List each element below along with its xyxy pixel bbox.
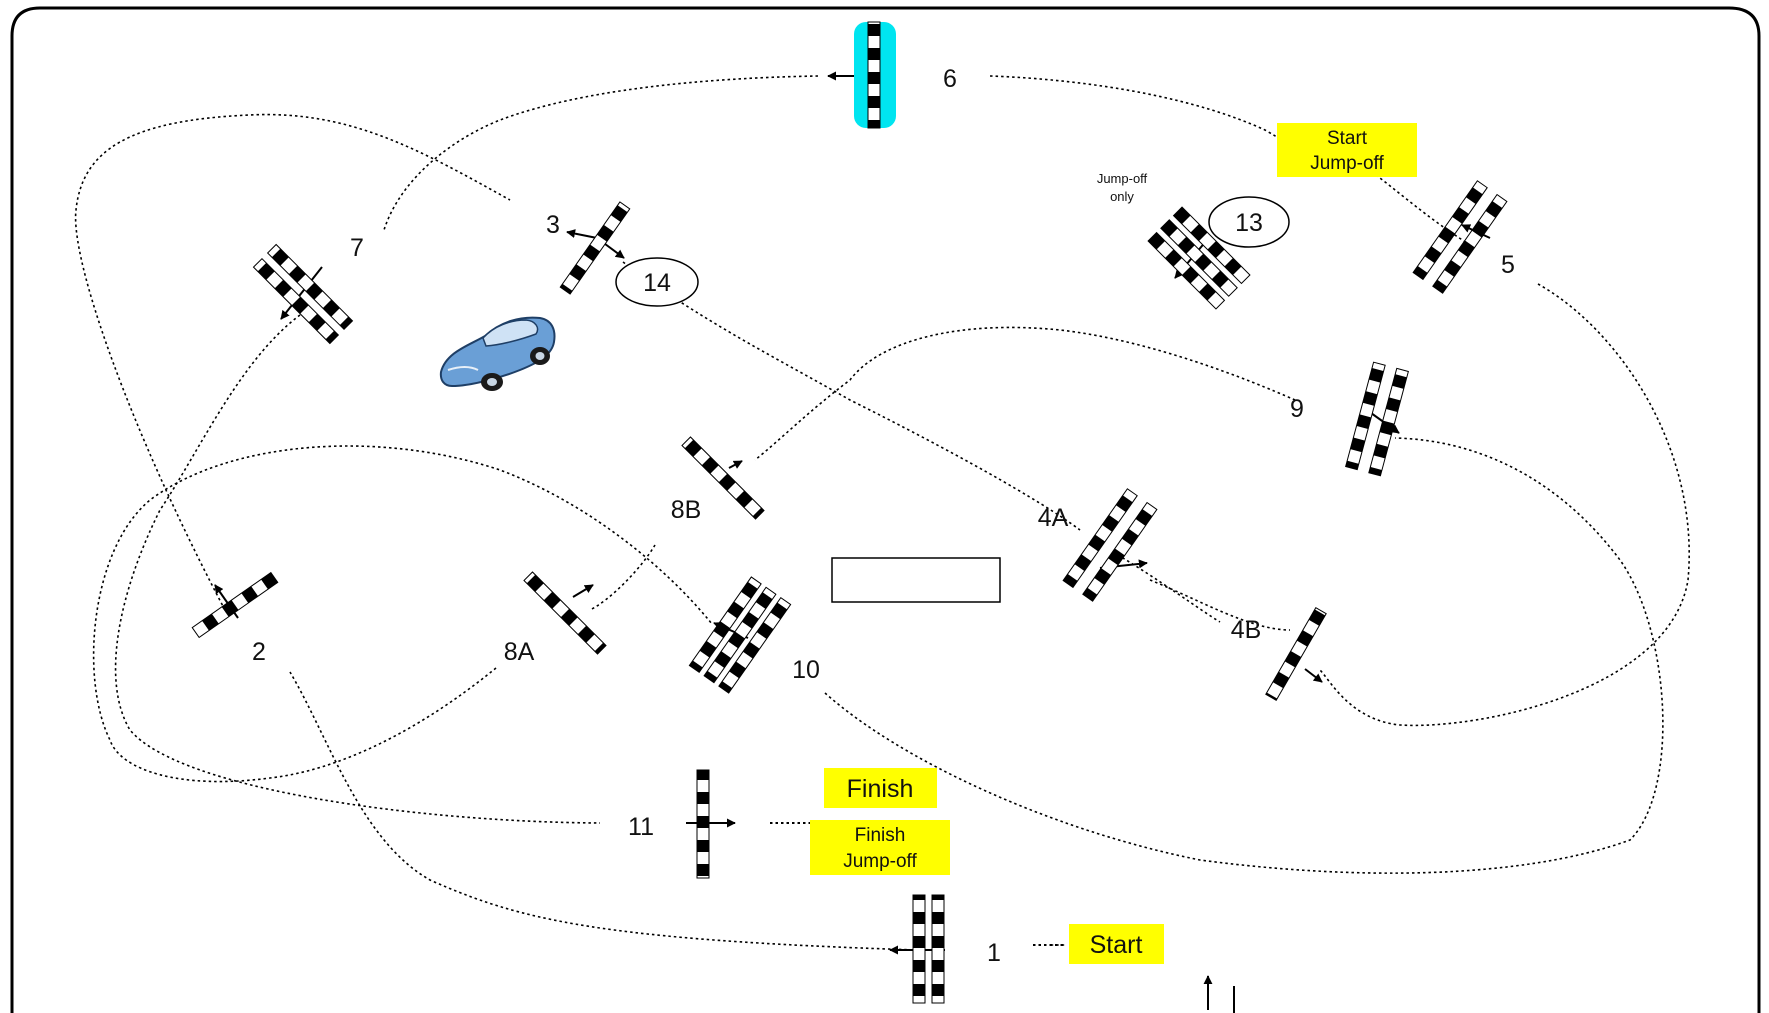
finish-tag: Finish [824, 768, 937, 808]
svg-text:Jump-off: Jump-off [1310, 153, 1384, 174]
fence-8b [681, 436, 765, 520]
svg-text:Start: Start [1327, 128, 1368, 149]
fence-label-4b: 4B [1231, 616, 1262, 644]
fence-label-8a: 8A [504, 638, 535, 666]
jumpoff-only-line2: only [1110, 189, 1134, 204]
svg-text:Start: Start [1090, 931, 1143, 959]
fence-9 [1345, 361, 1409, 477]
svg-text:Finish: Finish [855, 825, 906, 846]
fence-label-1: 1 [987, 939, 1001, 967]
fence-label-11: 11 [628, 813, 654, 841]
fence-label-7: 7 [350, 234, 364, 262]
car-icon [439, 316, 556, 391]
fence-label-14: 14 [643, 269, 671, 297]
fence-label-6: 6 [943, 65, 957, 93]
svg-text:Finish: Finish [847, 775, 914, 803]
fence-13 [1147, 206, 1251, 310]
start-tag: Start [1069, 924, 1164, 964]
fence-label-2: 2 [252, 638, 266, 666]
fence-label-5: 5 [1501, 251, 1515, 279]
fence-1 [912, 894, 945, 1004]
fence-11 [696, 769, 710, 879]
fence-14-circle [615, 257, 699, 307]
jumpoff-only-line1: Jump-off [1097, 171, 1148, 186]
start-jumpoff-tag: Start Jump-off [1277, 123, 1417, 177]
fence-label-8b: 8B [671, 496, 702, 524]
fence-label-10: 10 [792, 656, 820, 684]
fence-4b [1265, 607, 1327, 701]
center-box [831, 557, 1001, 603]
direction-arrows [214, 71, 1491, 955]
fence-7 [252, 243, 354, 345]
fence-5 [1412, 180, 1508, 294]
fence-13-circle [1208, 196, 1290, 248]
course-track [74, 75, 1690, 951]
fence-2 [191, 571, 279, 639]
fence-label-9: 9 [1290, 395, 1304, 423]
finish-jumpoff-tag: Finish Jump-off [810, 820, 950, 875]
fence-label-13: 13 [1235, 209, 1263, 237]
fence-3 [559, 201, 631, 295]
fence-6-water [854, 21, 896, 129]
fence-8a [523, 571, 607, 655]
fence-label-3: 3 [546, 211, 560, 239]
arena-border [10, 6, 1761, 1013]
fence-label-4a: 4A [1038, 504, 1069, 532]
fence-4a [1062, 488, 1158, 602]
svg-text:Jump-off: Jump-off [843, 851, 917, 872]
fence-10 [688, 576, 792, 694]
